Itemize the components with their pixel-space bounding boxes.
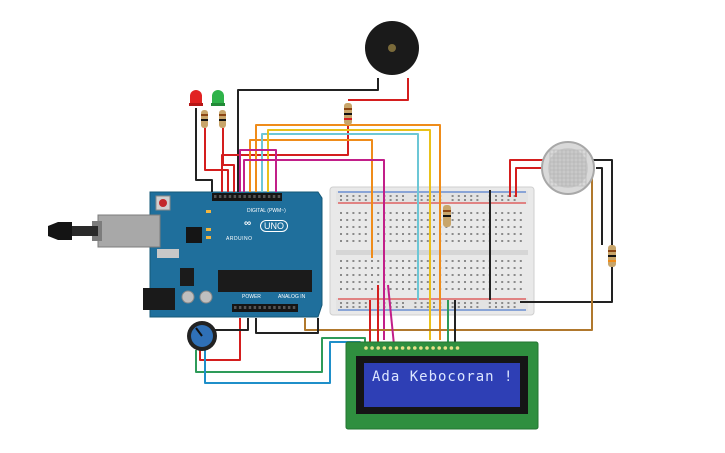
wire-pot-cyan — [204, 341, 361, 384]
red-led[interactable] — [189, 90, 203, 106]
arduino-model-label: UNO — [260, 220, 288, 232]
resistor[interactable] — [608, 245, 616, 267]
potentiometer[interactable] — [187, 321, 217, 351]
wire-cyan — [261, 133, 419, 300]
wire-gas-red-2 — [515, 167, 548, 197]
arduino-power-label: POWER — [242, 294, 261, 300]
wire-orange-2 — [249, 139, 373, 258]
wire-buzzer-gnd — [237, 78, 379, 192]
wire-gas-red-1 — [509, 159, 548, 197]
wire-led-red — [195, 108, 213, 192]
wire-gas-res — [596, 167, 603, 245]
wire-buzzer-signal — [348, 78, 409, 101]
arduino-analog-label: ANALOG IN — [278, 294, 306, 300]
wire-pot-black — [210, 318, 249, 331]
wire-led-res-red — [204, 128, 229, 192]
breadboard[interactable] — [329, 186, 535, 316]
resistor[interactable] — [443, 205, 451, 227]
lcd-display-text: Ada Kebocoran ! — [372, 369, 514, 385]
arduino-brand-label: ARDUINO — [226, 236, 253, 242]
wire-gas-black — [520, 159, 613, 303]
resistor[interactable] — [344, 103, 352, 125]
wire-magenta — [243, 159, 385, 340]
header-pins — [214, 195, 296, 309]
arduino-digital-label: DIGITAL (PWM~) — [247, 208, 286, 214]
green-led[interactable] — [211, 90, 225, 106]
wire-pot-green — [195, 337, 366, 373]
gas-sensor[interactable] — [541, 141, 595, 195]
resistor[interactable] — [201, 110, 208, 128]
wire-bb-magenta — [387, 284, 395, 346]
piezo-buzzer[interactable] — [365, 21, 419, 75]
lcd-pins — [364, 346, 460, 350]
wire-magenta-2 — [239, 149, 277, 192]
arduino-logo: ∞ — [244, 218, 252, 229]
wire-arduino-gnd — [255, 318, 319, 334]
resistor[interactable] — [219, 110, 226, 128]
lcd-16x2[interactable] — [345, 341, 539, 430]
wire-led-res-green — [222, 128, 235, 192]
arduino-uno[interactable] — [48, 191, 323, 318]
